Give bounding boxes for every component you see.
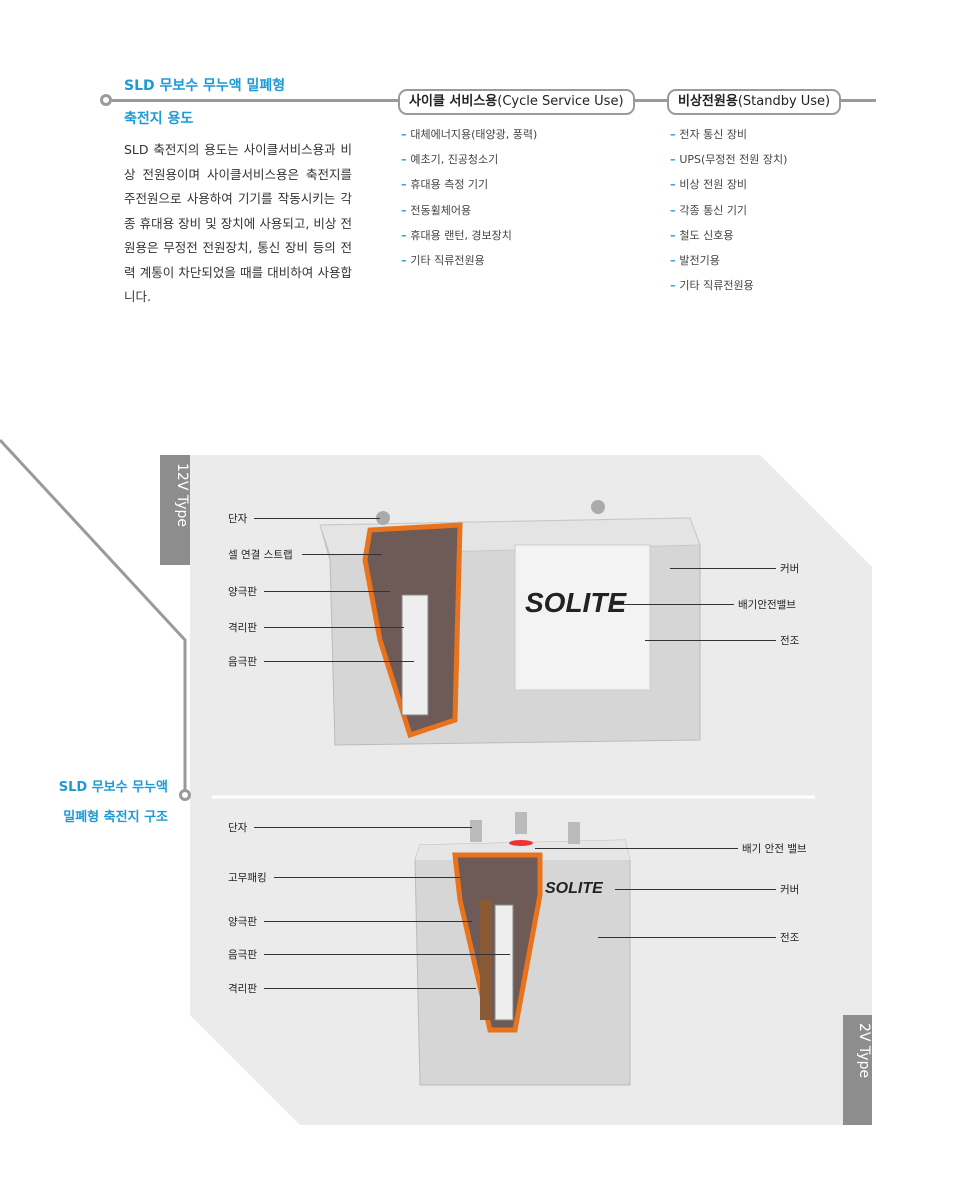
label-cover: 커버 (780, 563, 800, 575)
standby-heading: 비상전원용(Standby Use) (667, 89, 842, 115)
list-item: 대체에너지용(태양광, 풍력) (401, 122, 537, 147)
label-positive-plate: 양극판 (228, 586, 257, 598)
usage-title-line2: 축전지 용도 (124, 111, 194, 127)
label-rubber-packing: 고무패킹 (228, 872, 267, 884)
tab-12v-type: 12V Type (160, 455, 190, 565)
divider (832, 99, 876, 102)
heading-ko: 사이클 서비스용 (409, 94, 498, 109)
label-terminal: 단자 (228, 822, 248, 834)
heading-en: (Standby Use) (737, 94, 831, 109)
label-cell-strap: 셀 연결 스트랩 (228, 549, 293, 561)
battery-12v-illustration: SOLITE (319, 500, 701, 746)
list-item: 기타 직류전원용 (401, 248, 537, 273)
list-item: 전동휠체어용 (401, 198, 537, 223)
list-item: 전자 통신 장비 (670, 122, 787, 147)
list-item: 각종 통신 기기 (670, 198, 787, 223)
heading-en: (Cycle Service Use) (497, 94, 624, 109)
cycle-service-heading: 사이클 서비스용(Cycle Service Use) (398, 89, 635, 115)
label-separator: 격리판 (228, 983, 257, 995)
list-item: 휴대용 측정 기기 (401, 172, 537, 197)
list-item: 철도 신호용 (670, 223, 787, 248)
divider (628, 99, 668, 102)
standby-list: 전자 통신 장비 UPS(무정전 전원 장치) 비상 전원 장비 각종 통신 기… (670, 122, 787, 298)
list-item: 비상 전원 장비 (670, 172, 787, 197)
label-negative-plate: 음극판 (228, 656, 257, 668)
brand-logo: SOLITE (545, 880, 604, 897)
label-terminal: 단자 (228, 513, 248, 525)
label-vent-valve: 배기 안전 밸브 (742, 843, 807, 855)
list-item: 예초기, 진공청소기 (401, 147, 537, 172)
list-item: 휴대용 랜턴, 경보장치 (401, 223, 537, 248)
timeline-node (100, 94, 112, 106)
structure-title-line1: SLD 무보수 무누액 (58, 780, 168, 795)
label-negative-plate: 음극판 (228, 949, 257, 961)
label-separator: 격리판 (228, 622, 257, 634)
label-vent-valve: 배기안전밸브 (738, 599, 796, 611)
structure-title-line2: 밀폐형 축전지 구조 (63, 810, 168, 825)
brand-logo: SOLITE (525, 587, 627, 618)
tab-2v-type: 2V Type (843, 1015, 872, 1125)
label-container: 전조 (780, 932, 800, 944)
list-item: 기타 직류전원용 (670, 273, 787, 298)
battery-2v-illustration: SOLITE (414, 812, 631, 1086)
divider (112, 99, 400, 102)
connector-line (0, 438, 187, 790)
usage-description: SLD 축전지의 용도는 사이클서비스용과 비상 전원용이며 사이클서비스용은 … (124, 142, 352, 304)
cycle-service-list: 대체에너지용(태양광, 풍력) 예초기, 진공청소기 휴대용 측정 기기 전동휠… (401, 122, 537, 273)
label-container: 전조 (780, 635, 800, 647)
list-item: 발전기용 (670, 248, 787, 273)
usage-title-line1: SLD 무보수 무누액 밀폐형 (124, 78, 286, 94)
label-cover: 커버 (780, 884, 800, 896)
timeline-node (179, 789, 191, 801)
heading-ko: 비상전원용 (678, 94, 738, 109)
list-item: UPS(무정전 전원 장치) (670, 147, 787, 172)
label-positive-plate: 양극판 (228, 916, 257, 928)
